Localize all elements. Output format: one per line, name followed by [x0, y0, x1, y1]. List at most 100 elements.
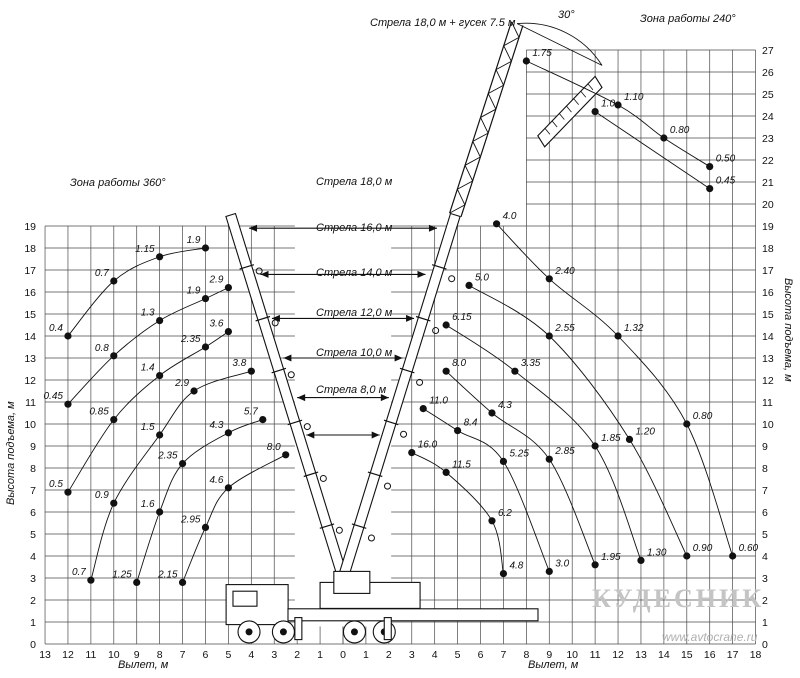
- y-tick-right: 1: [762, 617, 768, 629]
- load-curve-left: [90, 370, 252, 581]
- crane-truck: [225, 570, 539, 644]
- right-boom-hook: [367, 534, 375, 542]
- left-boom-band: [271, 367, 287, 374]
- load-value-label-right: 11.0: [429, 396, 448, 407]
- load-point-right: [625, 435, 634, 443]
- y-tick-right: 16: [762, 287, 774, 299]
- load-point-right: [683, 552, 691, 560]
- load-value-label-right: 4.0: [503, 211, 517, 222]
- y-tick-left: 13: [24, 353, 36, 365]
- y-tick-left: 3: [30, 573, 36, 585]
- watermark-brand: КУДЕСНИК: [592, 584, 764, 613]
- load-point-jib: [706, 163, 714, 171]
- boom-14-label: Стрела 14,0 м: [316, 267, 393, 279]
- y-tick-right: 2: [762, 595, 768, 607]
- load-value-label-left: 1.25: [112, 569, 132, 580]
- y-tick-right: 21: [762, 177, 774, 189]
- x-tick-left: 3: [271, 649, 277, 661]
- truck-chassis: [287, 608, 539, 622]
- x-tick-right: 4: [432, 649, 438, 661]
- x-axis-label-left: Вылет, м: [118, 659, 169, 671]
- y-tick-right: 9: [762, 441, 768, 453]
- load-point-left: [110, 352, 118, 360]
- boom-window: [294, 219, 392, 627]
- boom-8-label: Стрела 8,0 м: [316, 384, 387, 396]
- load-value-label-right: 5.25: [509, 448, 529, 459]
- load-value-label-right: 2.85: [554, 446, 575, 457]
- load-point-right: [637, 556, 645, 565]
- load-value-label-left: 2.35: [157, 451, 178, 462]
- x-tick-left: 1: [317, 649, 323, 661]
- x-tick-right: 7: [501, 649, 507, 661]
- jib-lowered-lattice: [580, 90, 587, 98]
- right-boom-hook: [416, 378, 424, 386]
- y-tick-right: 8: [762, 463, 768, 475]
- load-point-right: [442, 468, 450, 476]
- load-point-left: [156, 253, 164, 261]
- jib-angle-line: [517, 23, 603, 66]
- y-tick-left: 4: [30, 551, 36, 563]
- x-tick-right: 15: [681, 649, 693, 661]
- load-point-right: [591, 442, 599, 450]
- y-tick-right: 6: [762, 507, 768, 519]
- load-point-right: [729, 552, 737, 560]
- load-value-label-left: 1.4: [141, 363, 155, 374]
- load-value-label-left: 2.9: [174, 378, 189, 389]
- load-curve-right: [445, 324, 642, 561]
- x-tick-left: 2: [294, 649, 300, 661]
- y-tick-left: 0: [30, 639, 36, 651]
- left-boom-band: [255, 315, 271, 322]
- load-value-label-left: 0.45: [43, 391, 63, 402]
- y-tick-left: 8: [30, 463, 36, 475]
- jib-lowered-lattice: [587, 83, 594, 91]
- load-point-right: [683, 420, 691, 428]
- load-point-right: [442, 321, 450, 329]
- jib-lattice: [511, 21, 520, 38]
- y-axis-label-left: Высота подъема, м: [5, 401, 17, 505]
- boom-dim-arrow: [394, 354, 403, 362]
- left-boom-band: [319, 523, 335, 529]
- boom-dim-arrow: [417, 270, 426, 278]
- boom-12-label: Стрела 12,0 м: [316, 307, 393, 319]
- load-value-label-left: 0.7: [72, 567, 86, 578]
- left-boom-hook: [255, 267, 263, 275]
- x-tick-left: 11: [85, 649, 96, 661]
- load-value-label-right: 6.15: [452, 312, 472, 323]
- boom-dim-arrow: [249, 224, 258, 232]
- load-point-right: [488, 517, 496, 525]
- jib-lattice: [456, 189, 466, 206]
- load-value-label-left: 0.4: [49, 323, 63, 334]
- load-value-label-right: 1.30: [647, 547, 667, 558]
- load-point-left: [64, 488, 72, 496]
- y-tick-left: 9: [30, 441, 36, 453]
- jib-lowered-lattice: [544, 128, 551, 135]
- load-point-right: [511, 367, 519, 375]
- load-value-label-right: 5.0: [475, 272, 489, 283]
- load-point-left: [64, 332, 72, 340]
- load-value-label-left: 4.6: [209, 475, 223, 486]
- jib-lattice: [495, 60, 512, 70]
- boom-dim-arrow: [297, 394, 306, 402]
- load-value-label-left: 0.8: [95, 343, 109, 354]
- load-point-left: [110, 416, 118, 424]
- y-tick-left: 10: [24, 419, 36, 431]
- x-tick-right: 13: [635, 649, 647, 661]
- load-value-label-left: 4.3: [209, 420, 223, 431]
- load-point-left: [224, 429, 232, 437]
- left-boom-band: [287, 419, 303, 426]
- right-boom-hook: [448, 275, 456, 283]
- x-tick-right: 3: [409, 649, 415, 661]
- load-point-left: [247, 367, 255, 375]
- y-tick-right: 7: [762, 485, 768, 497]
- load-point-left: [156, 508, 164, 516]
- jib-lattice: [480, 117, 489, 134]
- x-tick-right: 5: [455, 649, 461, 661]
- load-point-left: [282, 451, 290, 459]
- boom-dim-arrow: [283, 354, 292, 362]
- load-point-jib: [522, 57, 530, 65]
- load-value-label-right: 16.0: [418, 440, 438, 451]
- load-value-label-right: 1.20: [636, 426, 656, 437]
- jib-lattice: [495, 69, 504, 86]
